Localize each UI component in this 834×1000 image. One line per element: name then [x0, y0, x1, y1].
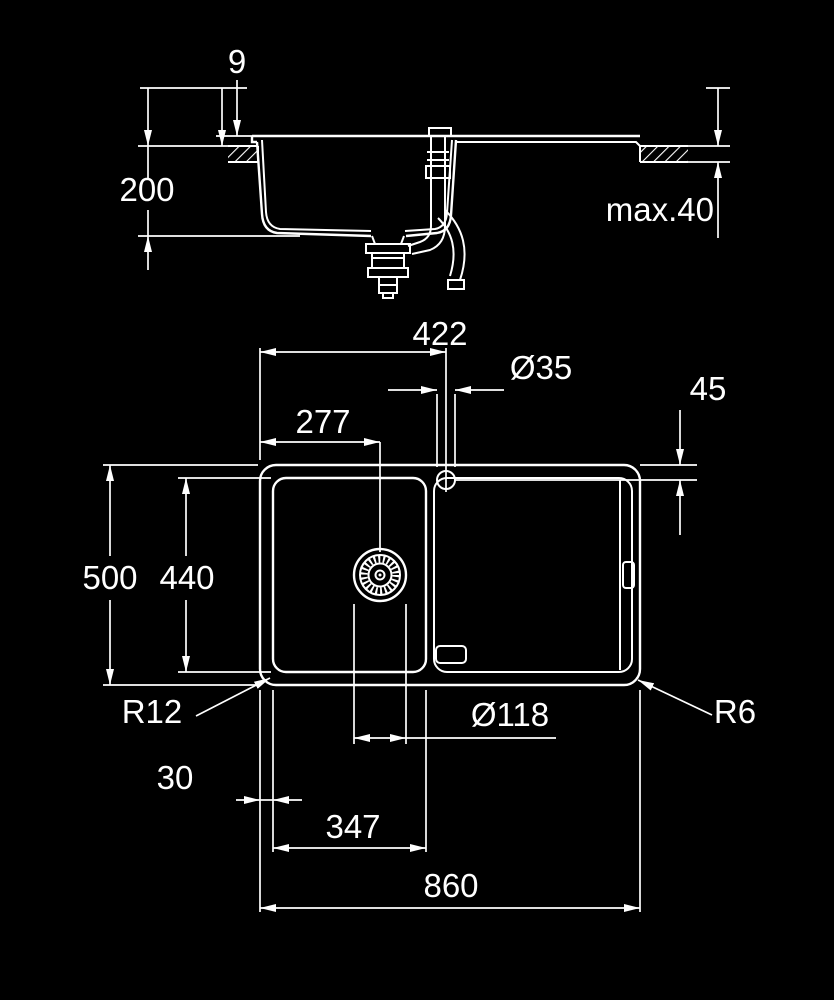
dim-label-overall-width: 860 — [423, 867, 478, 904]
dim-outer-corner-radius: R6 — [637, 679, 756, 730]
side-section-view: 9 200 max.40 — [119, 43, 730, 299]
dim-bowl-depth: 200 — [119, 88, 300, 270]
dim-label-drain-dia: Ø118 — [471, 696, 549, 733]
dim-label-left-edge-to-faucet: 422 — [412, 315, 467, 352]
dim-top-edge-to-faucet: 45 — [455, 370, 726, 535]
dim-label-counter-thickness: max.40 — [606, 191, 714, 228]
drain-assembly-section — [365, 235, 411, 299]
overflow-slot — [435, 645, 467, 664]
drainboard-outline — [433, 477, 633, 673]
dim-label-bowl-corner-radius: R12 — [122, 693, 183, 730]
drain-strainer — [352, 547, 408, 603]
dim-label-bowl-depth: 200 — [119, 171, 174, 208]
bowl-outline — [271, 476, 428, 674]
dim-bowl-depth-inner: 440 — [159, 477, 271, 673]
dim-label-rim-height: 9 — [228, 43, 246, 80]
dim-label-bowl-depth-inner: 440 — [159, 559, 214, 596]
sink-outer-outline — [258, 463, 642, 687]
dim-overall-depth: 500 — [82, 464, 258, 686]
dim-label-faucet-hole-dia: Ø35 — [510, 349, 572, 386]
dim-edge-to-bowl: 30 — [157, 690, 302, 912]
dim-label-bowl-width-inner: 347 — [325, 808, 380, 845]
dim-rim-height: 9 — [140, 43, 252, 146]
dim-left-edge-to-drain: 277 — [260, 403, 381, 552]
dim-label-overall-depth: 500 — [82, 559, 137, 596]
dim-label-top-edge-to-faucet: 45 — [690, 370, 727, 407]
top-plan-view: 422 Ø35 45 277 — [82, 315, 756, 912]
counter-hatch-left — [228, 145, 259, 163]
dim-bowl-corner-radius: R12 — [122, 677, 271, 730]
dim-overall-width: 860 — [260, 690, 641, 912]
dim-faucet-hole-dia: Ø35 — [388, 349, 572, 467]
counter-hatch-right — [639, 145, 688, 163]
dim-label-edge-to-bowl: 30 — [157, 759, 194, 796]
dim-label-left-edge-to-drain: 277 — [295, 403, 350, 440]
drainboard-channel — [622, 561, 635, 589]
dim-counter-thickness: max.40 — [606, 87, 730, 238]
overflow-pipe-assembly — [407, 136, 466, 290]
dim-drain-dia: Ø118 — [353, 604, 556, 744]
dim-bowl-width-inner: 347 — [273, 690, 427, 852]
dim-label-outer-corner-radius: R6 — [714, 693, 756, 730]
